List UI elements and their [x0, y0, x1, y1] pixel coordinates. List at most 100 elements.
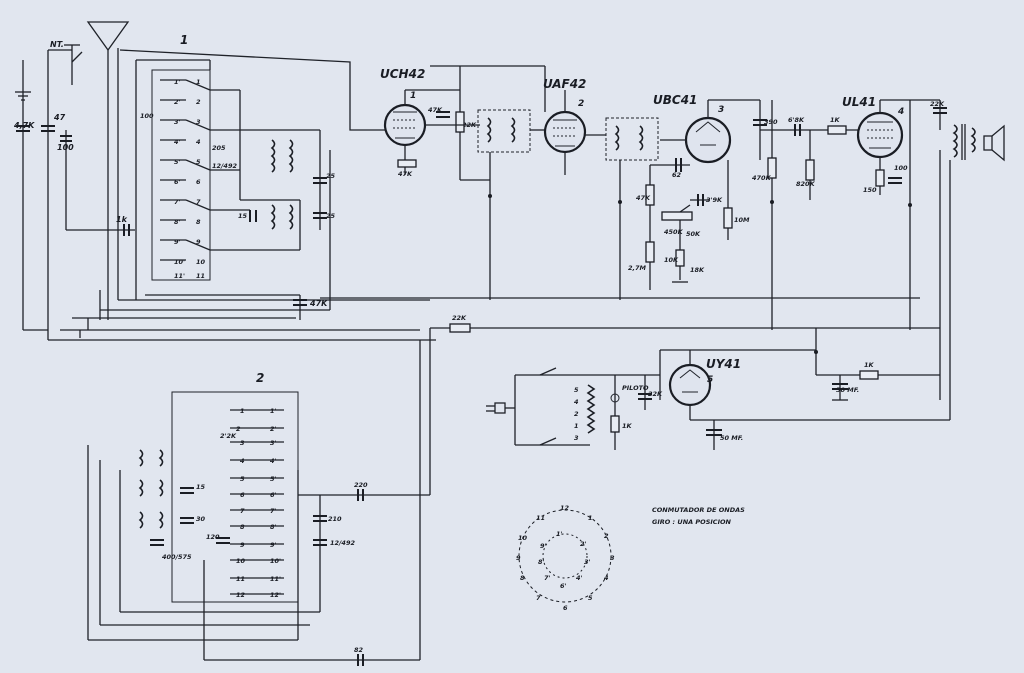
svg-text:3': 3' — [584, 558, 591, 566]
label-c-220: 220 — [354, 481, 368, 489]
svg-text:11': 11' — [174, 272, 185, 280]
switch-1-contact-numbers: 1' 1 2' 2 3' 3 4' 4 5' 5 6' 6 7' 7 8' 8 … — [174, 78, 206, 280]
svg-text:9: 9 — [196, 238, 201, 246]
valve-ubc41 — [660, 99, 760, 164]
svg-text:4': 4' — [174, 138, 181, 146]
svg-text:2: 2 — [196, 98, 201, 106]
switch-1-label: 1 — [180, 33, 188, 47]
svg-text:8': 8' — [538, 558, 545, 566]
svg-text:3: 3 — [240, 439, 245, 447]
label-r-22k-ht: 22K — [452, 314, 467, 322]
svg-text:10: 10 — [236, 557, 246, 565]
label-c-22k-mains: 22K — [648, 390, 663, 398]
valve-4-number: 4 — [897, 107, 904, 117]
if-transformer-2 — [585, 117, 659, 300]
output-transformer — [933, 100, 976, 420]
svg-text:7': 7' — [270, 507, 277, 515]
svg-text:2: 2 — [236, 425, 241, 433]
svg-text:10: 10 — [518, 534, 528, 542]
label-c-47k: 47K — [309, 299, 328, 308]
svg-text:1: 1 — [588, 514, 593, 522]
svg-text:1: 1 — [240, 407, 245, 415]
label-c-390: 390 — [764, 118, 778, 126]
svg-text:2': 2' — [174, 98, 181, 106]
svg-text:9': 9' — [540, 542, 547, 550]
label-c-50uf-a: 50 MF. — [836, 386, 859, 394]
label-r-18k: 18K — [690, 266, 705, 274]
label-r-2-7m: 2,7M — [628, 264, 647, 272]
if-transformer-1 — [477, 109, 545, 300]
label-c-ant: 4,7K — [13, 121, 35, 130]
svg-text:7: 7 — [536, 594, 541, 602]
label-c-3-9k: 3'9K — [706, 196, 723, 204]
svg-text:12: 12 — [236, 591, 246, 599]
svg-text:5: 5 — [588, 594, 593, 602]
heater-chain-numbers: 5 4 2 1 3 — [574, 386, 579, 442]
svg-text:8: 8 — [520, 574, 525, 582]
label-r-470k: 470K — [752, 174, 772, 182]
svg-text:8': 8' — [270, 523, 277, 531]
label-c-400-575: 400/575 — [162, 553, 192, 561]
label-c-30: 30 — [196, 515, 206, 523]
label-r-47k-det: 47K — [636, 194, 651, 202]
label-r-150: 150 — [863, 186, 877, 194]
svg-text:3: 3 — [196, 118, 201, 126]
label-r-1k-ht: 1K — [864, 361, 875, 369]
valve-uaf42 — [543, 66, 587, 175]
svg-text:10': 10' — [270, 557, 281, 565]
svg-text:5': 5' — [174, 158, 181, 166]
svg-text:4: 4 — [240, 457, 245, 465]
label-piloto: PILOTO — [622, 384, 649, 392]
antenna-symbol — [15, 21, 130, 340]
ht-bus — [429, 323, 940, 495]
label-r-10k: 10K — [664, 256, 679, 264]
valve-ul41 — [856, 99, 940, 330]
oscillator-coils-top — [239, 90, 327, 250]
svg-text:4: 4 — [574, 398, 579, 406]
valve-uy41 — [659, 349, 950, 450]
label-c-47: 47 — [53, 113, 66, 122]
svg-text:12: 12 — [560, 504, 570, 512]
switch-2-label: 2 — [256, 371, 264, 385]
label-c-2-2k: 2'2K — [220, 432, 237, 440]
svg-text:6: 6 — [196, 178, 201, 186]
svg-text:7: 7 — [240, 507, 245, 515]
svg-text:3: 3 — [610, 554, 615, 562]
svg-text:1: 1 — [574, 422, 579, 430]
svg-text:11: 11 — [196, 272, 205, 280]
label-c-82: 82 — [354, 646, 364, 654]
label-r-10m: 10M — [734, 216, 750, 224]
label-c-100-sw: 100 — [140, 112, 154, 120]
label-c-62: 62 — [672, 171, 682, 179]
wiring-top-section — [48, 48, 920, 341]
switch-caption-line-2: GIRO : UNA POSICION — [652, 518, 732, 526]
label-c-47k-uch: 47K — [428, 106, 443, 114]
svg-text:5: 5 — [196, 158, 201, 166]
valve-1-type: UCH42 — [380, 67, 425, 81]
label-c-100-cat: 100 — [894, 164, 908, 172]
svg-text:8: 8 — [240, 523, 245, 531]
svg-text:6: 6 — [563, 604, 568, 612]
svg-text:6': 6' — [560, 582, 567, 590]
svg-text:1': 1' — [270, 407, 277, 415]
valve-2-number: 2 — [578, 99, 584, 109]
uch42-network — [425, 65, 545, 181]
label-c-205: 205 — [212, 144, 226, 152]
rf-coils-bottom — [138, 449, 230, 546]
label-c-22k-out: 22K — [930, 100, 945, 108]
svg-text:9': 9' — [174, 238, 181, 246]
valve-3-number: 3 — [718, 105, 724, 115]
label-c-1k: 1k — [116, 215, 128, 224]
svg-text:4: 4 — [196, 138, 201, 146]
svg-text:5: 5 — [574, 386, 579, 394]
svg-text:2': 2' — [580, 540, 587, 548]
svg-text:9': 9' — [270, 541, 277, 549]
label-c-12-492-b: 12/492 — [330, 539, 355, 547]
svg-text:11: 11 — [236, 575, 245, 583]
switch-position-numbers: 12 1 2 3 4 5 6 7 8 9 10 11 1' 2' 3' 4' 6… — [516, 504, 615, 612]
svg-text:10: 10 — [196, 258, 206, 266]
valve-3-type: UBC41 — [653, 93, 697, 107]
label-nt: NT. — [50, 40, 64, 49]
label-r-1k-mains: 1K — [622, 422, 633, 430]
